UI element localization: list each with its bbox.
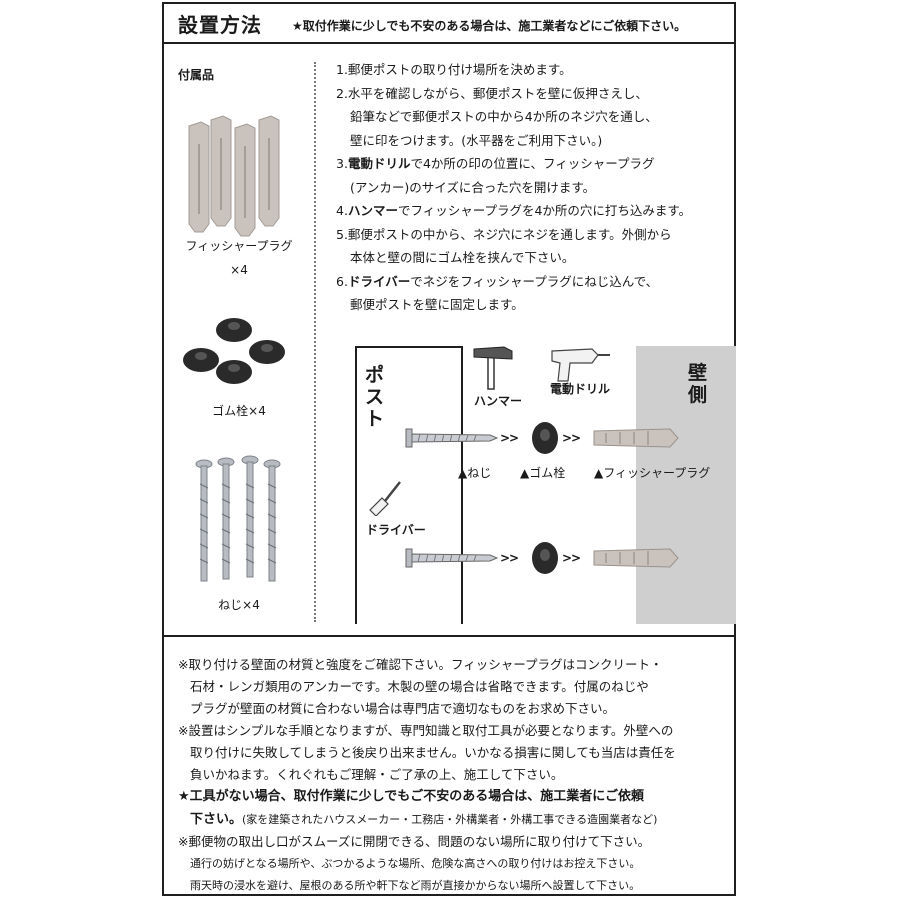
note-3-line-2: 下さい。(家を建築されたハウスメーカー・工務店・外構業者・外構工事できる造園業者…: [178, 808, 730, 831]
step-2: 2.水平を確認しながら、郵便ポストを壁に仮押さえし、: [336, 85, 648, 101]
screw-bottom-icon: [405, 548, 498, 568]
header-bar: 設置方法 ★取付作業に少しでも不安のある場合は、施工業者などにご依頼下さい。: [164, 4, 734, 44]
step-6: 6.ドライバーでネジをフィッシャープラグにねじ込んで、: [336, 270, 736, 294]
rubber-stopper-callout: ▲ゴム栓: [520, 466, 566, 480]
step-4-number: 4.: [336, 203, 348, 218]
step-6-text: でネジをフィッシャープラグにねじ込んで、: [410, 273, 659, 289]
step-2-line-3: 壁に印をつけます。(水平器をご利用下さい。): [350, 132, 603, 148]
page-title: 設置方法: [178, 13, 262, 37]
rubber-stopper-bottom-icon: [532, 542, 558, 574]
step-3-tool: 電動ドリル: [347, 156, 411, 171]
screw-callout: ▲ねじ: [458, 466, 492, 480]
screwdriver-label: ドライバー: [366, 523, 426, 537]
step-3-number: 3.: [336, 156, 348, 171]
step-4-tool: ハンマー: [347, 203, 398, 218]
drill-icon: [551, 348, 610, 382]
step-5-line-2: 本体と壁の間にゴム栓を挟んで下さい。: [350, 250, 575, 265]
note-1-line-3: プラグが壁面の材質に合わない場合は専門店で適切なものをお求め下さい。: [190, 701, 616, 716]
arrow-4: >>: [562, 551, 581, 565]
plug-top-icon: [593, 428, 679, 448]
plug-bottom-icon: [593, 548, 679, 568]
note-4-line-3: 雨天時の浸水を避け、屋根のある所や軒下など雨が直接かからない場所へ設置して下さい…: [190, 879, 641, 892]
plug-callout: ▲フィッシャープラグ: [594, 466, 711, 480]
arrow-2: >>: [562, 431, 581, 445]
step-3: 3.電動ドリルで4か所の印の位置に、フィッシャープラグ: [336, 152, 736, 176]
step-4-text: でフィッシャープラグを4か所の穴に打ち込みます。: [397, 203, 692, 218]
step-1: 1.郵便ポストの取り付け場所を決めます。: [336, 62, 572, 77]
note-1: ※取り付ける壁面の材質と強度をご確認下さい。フィッシャープラグはコンクリート・: [178, 657, 663, 672]
instruction-sheet: 設置方法 ★取付作業に少しでも不安のある場合は、施工業者などにご依頼下さい。 付…: [162, 2, 736, 896]
step-5: 5.郵便ポストの中から、ネジ穴にネジを通します。外側から: [336, 226, 672, 242]
column-divider: [314, 62, 316, 622]
screws-image: [195, 455, 281, 582]
accessories-title: 付属品: [178, 68, 215, 82]
note-3-detail: (家を建築されたハウスメーカー・工務店・外構業者・外構工事できる造園業者など): [242, 813, 658, 826]
step-6-number: 6.: [336, 273, 348, 289]
screw-top-icon: [405, 428, 498, 448]
step-6-line-2: 郵便ポストを壁に固定します。: [350, 297, 524, 312]
notes-divider: [164, 635, 734, 637]
screwdriver-icon: [369, 481, 401, 516]
drill-label: 電動ドリル: [550, 382, 611, 396]
step-4: 4.ハンマーでフィッシャープラグを4か所の穴に打ち込みます。: [336, 199, 736, 223]
note-4-line-2: 通行の妨げとなる場所や、ぶつかるような場所、危険な高さへの取り付けはお控え下さい…: [190, 857, 641, 870]
header-warning: ★取付作業に少しでも不安のある場合は、施工業者などにご依頼下さい。: [292, 19, 687, 33]
wall-area: 壁側: [636, 346, 736, 624]
rubber-stopper-top-icon: [532, 422, 558, 454]
rubber-stopper-label: ゴム栓×4: [212, 404, 266, 418]
screw-label: ねじ×4: [218, 598, 260, 612]
notes-section: ※取り付ける壁面の材質と強度をご確認下さい。フィッシャープラグはコンクリート・ …: [178, 654, 730, 897]
note-1-line-2: 石材・レンガ類用のアンカーです。木製の壁の場合は省略できます。付属のねじや: [190, 679, 649, 694]
note-3: ★工具がない場合、取付作業に少しでもご不安のある場合は、施工業者にご依頼: [178, 789, 645, 804]
step-3-text: で4か所の印の位置に、フィッシャープラグ: [410, 156, 655, 171]
post-area: ポスト: [355, 346, 463, 624]
plug-label: フィッシャープラグ: [185, 239, 293, 253]
step-2-line-2: 鉛筆などで郵便ポストの中から4か所のネジ穴を通し、: [350, 109, 658, 124]
hammer-label: ハンマー: [474, 394, 523, 408]
note-2: ※設置はシンプルな手順となりますが、専門知識と取付工具が必要となります。外壁への: [178, 723, 674, 738]
plug-quantity: ×4: [230, 263, 248, 277]
note-3-emphasis: 下さい。: [190, 812, 243, 827]
wall-label: 壁側: [688, 362, 708, 406]
note-2-line-3: 負いかねます。くれぐれもご理解・ご了承の上、施工して下さい。: [190, 767, 564, 782]
post-label: ポスト: [365, 364, 385, 430]
note-2-line-2: 取り付けに失敗してしまうと後戻り出来ません。いかなる損害に関しても当店は責任を: [190, 745, 676, 760]
installation-diagram: 壁側 ポスト ハンマー 電動ドリル >> >> ▲ねじ: [350, 341, 736, 624]
note-4: ※郵便物の取出し口がスムーズに開閉できる、問題のない場所に取り付けて下さい。: [178, 834, 651, 849]
fischer-plug-image: [188, 115, 280, 237]
step-6-tool: ドライバー: [347, 273, 411, 289]
arrow-3: >>: [500, 551, 519, 565]
steps-list: 1.郵便ポストの取り付け場所を決めます。 2.水平を確認しながら、郵便ポストを壁…: [336, 58, 736, 317]
hammer-icon: [473, 346, 513, 390]
step-3-line-2: (アンカー)のサイズに合った穴を開けます。: [350, 179, 596, 195]
arrow-1: >>: [500, 431, 519, 445]
rubber-stopper-image: [183, 318, 285, 384]
